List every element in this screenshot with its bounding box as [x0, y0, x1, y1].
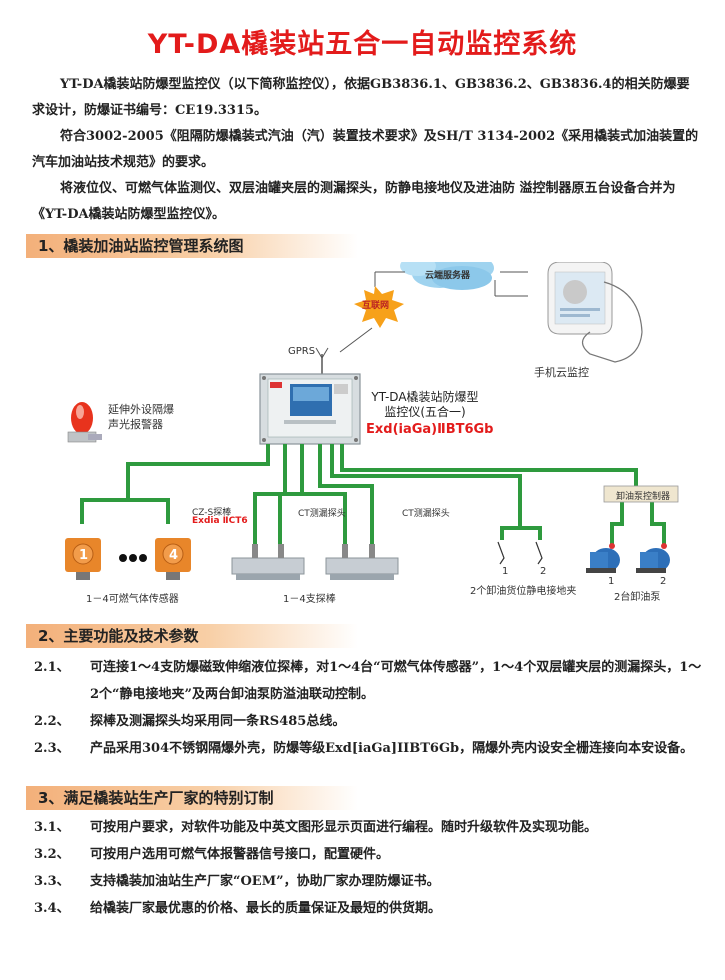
list-item: 3.3、 支持橇装加油站生产厂家“OEM”，协助厂家办理防爆证书。	[34, 868, 704, 895]
smartphone-icon	[547, 262, 643, 363]
item-number: 3.1、	[34, 820, 70, 835]
link-line	[339, 327, 373, 353]
cloud-label: 云端服务器	[425, 271, 471, 281]
alarm-label: 延伸外设隔爆 声光报警器	[108, 402, 174, 432]
ct-probe-label: CT测漏探头	[298, 509, 346, 519]
section-2-heading: 2、主要功能及技术参数	[26, 624, 358, 648]
probe-caption: 1－4支探棒	[283, 594, 336, 605]
list-item: 2.2、 探棒及测漏探头均采用同一条RS485总线。	[34, 708, 704, 735]
monitor-label-line: YT-DA橇装站防爆型	[371, 390, 479, 404]
section-1-heading: 1、橇装加油站监控管理系统图	[26, 234, 358, 258]
list-item: 2.1、 可连接1～4支防爆磁致伸缩液位探棒，对1～4台“可燃气体传感器”，1～…	[34, 654, 704, 708]
item-number: 2.2、	[34, 714, 70, 729]
intro-text: YT-DA橇装站防爆型监控仪（以下简称监控仪），依据GB3836.1、GB383…	[32, 72, 700, 228]
tank-probe-icon	[231, 544, 305, 580]
system-diagram: 云端服务器 互联网 GPRS 手机云监控 YT-DA橇装站防爆型 监控仪(五合一…	[0, 262, 725, 622]
probe-ex-mark: Exdia ⅡCT6	[192, 516, 248, 526]
gprs-label: GPRS	[288, 346, 316, 357]
section-3-heading: 3、满足橇装站生产厂家的特别订制	[26, 786, 358, 810]
page-title: YT-DA橇装站五合一自动监控系统	[147, 29, 578, 60]
diagram-graphics	[65, 262, 679, 580]
list-item: 3.2、 可按用户选用可燃气体报警器信号接口，配置硬件。	[34, 841, 704, 868]
list-item: 3.4、 给橇装厂家最优惠的价格、最长的质量保证及最短的供货期。	[34, 895, 704, 922]
item-text: 探棒及测漏探头均采用同一条RS485总线。	[90, 714, 346, 729]
sensor-caption: 1－4可燃气体传感器	[86, 594, 179, 605]
ellipsis-dots	[119, 554, 147, 562]
cloud-server-icon	[400, 262, 494, 290]
gas-sensor-icon	[65, 538, 101, 580]
pump-caption: 2台卸油泵	[614, 592, 661, 603]
item-number: 2.1、	[34, 660, 70, 675]
clip-caption: 2个卸油货位静电接地夹	[470, 586, 577, 597]
item-text: 可连接1～4支防爆磁致伸缩液位探棒，对1～4台“可燃气体传感器”，1～4个双层罐…	[90, 660, 702, 702]
pump-number: 2	[660, 576, 667, 587]
sensor-number: 1	[79, 548, 89, 563]
alarm-label-line: 延伸外设隔爆	[108, 403, 174, 416]
item-text: 可按用户要求，对软件功能及中英文图形显示页面进行编程。随时升级软件及实现功能。	[90, 820, 598, 835]
phone-label: 手机云监控	[534, 366, 589, 379]
internet-icon	[354, 286, 404, 328]
intro-paragraph: 将液位仪、可燃气体监测仪、双层油罐夹层的测漏探头，防静电接地仪及进油防 溢控制器…	[32, 181, 676, 222]
pump-number: 1	[608, 576, 615, 587]
grounding-clip-icon	[497, 541, 543, 565]
clip-number: 2	[540, 566, 547, 577]
intro-paragraph: 符合3002-2005《阻隔防爆橇装式汽油（汽）装置技术要求》及SH/T 313…	[32, 129, 699, 170]
item-number: 2.3、	[34, 741, 70, 756]
monitor-label-line: 监控仪(五合一)	[384, 405, 466, 419]
ct-probe-label: CT测漏探头	[402, 509, 450, 519]
monitor-ex-mark: Exd(iaGa)ⅡBT6Gb	[366, 422, 494, 437]
clip-number: 1	[502, 566, 509, 577]
gas-sensor-icon	[155, 538, 191, 580]
oil-pump-icon	[636, 543, 670, 573]
internet-label: 互联网	[362, 301, 390, 311]
monitor-label: YT-DA橇装站防爆型 监控仪(五合一)	[370, 390, 480, 420]
pump-controller-box	[603, 485, 679, 503]
intro-paragraph: YT-DA橇装站防爆型监控仪（以下简称监控仪），依据GB3836.1、GB383…	[32, 77, 690, 118]
oil-pump-icon	[586, 543, 620, 573]
item-text: 支持橇装加油站生产厂家“OEM”，协助厂家办理防爆证书。	[90, 874, 440, 889]
section-2-list: 2.1、 可连接1～4支防爆磁致伸缩液位探棒，对1～4台“可燃气体传感器”，1～…	[34, 654, 704, 762]
alarm-label-line: 声光报警器	[108, 418, 163, 431]
probe-label: CZ-S探棒	[192, 508, 232, 518]
tank-probe-icon	[325, 544, 399, 580]
alarm-beacon-icon	[67, 402, 102, 443]
list-item: 2.3、 产品采用304不锈钢隔爆外壳，防爆等级Exd[iaGa]IIBT6Gb…	[34, 735, 704, 762]
item-text: 给橇装厂家最优惠的价格、最长的质量保证及最短的供货期。	[90, 901, 442, 916]
item-number: 3.3、	[34, 874, 70, 889]
pump-controller-label: 卸油泵控制器	[616, 492, 671, 502]
item-text: 产品采用304不锈钢隔爆外壳，防爆等级Exd[iaGa]IIBT6Gb，隔爆外壳…	[90, 741, 694, 756]
item-number: 3.4、	[34, 901, 70, 916]
item-text: 可按用户选用可燃气体报警器信号接口，配置硬件。	[90, 847, 390, 862]
sensor-number: 4	[169, 548, 179, 563]
section-3-list: 3.1、 可按用户要求，对软件功能及中英文图形显示页面进行编程。随时升级软件及实…	[34, 814, 704, 922]
monitor-device	[259, 373, 361, 445]
item-number: 3.2、	[34, 847, 70, 862]
list-item: 3.1、 可按用户要求，对软件功能及中英文图形显示页面进行编程。随时升级软件及实…	[34, 814, 704, 841]
cable-lines	[80, 444, 666, 544]
